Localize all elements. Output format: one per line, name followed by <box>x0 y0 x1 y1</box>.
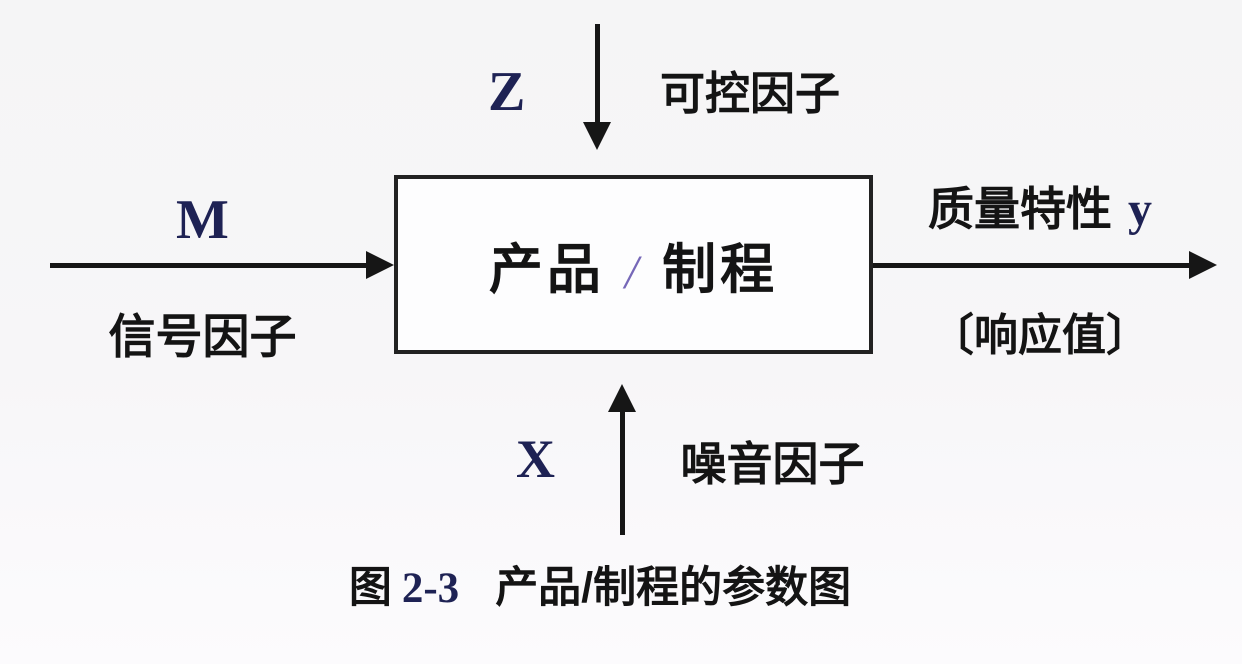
box-label-slash: / <box>624 246 643 299</box>
bottom-variable-label: X <box>516 429 555 489</box>
quality-characteristic-label: 质量特性 y <box>905 183 1175 236</box>
top-arrow-head-icon <box>583 122 611 150</box>
box-label-part1: 产品 <box>488 240 605 300</box>
right-arrow-line <box>873 263 1191 268</box>
response-value-label: 〔响应值〕 <box>930 311 1150 360</box>
caption-fig-title: 产品/制程的参数图 <box>495 564 852 612</box>
quality-characteristic-text: 质量特性 <box>928 183 1112 235</box>
caption-fig-word: 图 <box>348 564 392 612</box>
top-variable-label: Z <box>488 61 526 123</box>
caption-fig-number: 2-3 <box>401 565 460 612</box>
controllable-factor-label: 可控因子 <box>659 68 840 119</box>
product-process-label: 产品 / 制程 <box>489 225 778 304</box>
product-process-box: 产品 / 制程 <box>394 175 873 354</box>
right-arrow-head-icon <box>1189 251 1217 279</box>
right-variable-label: y <box>1128 183 1152 236</box>
bottom-arrow-head-icon <box>608 384 636 412</box>
bottom-arrow-line <box>620 412 625 535</box>
left-arrow-head-icon <box>366 251 394 279</box>
signal-factor-label: 信号因子 <box>108 310 297 363</box>
noise-factor-label: 噪音因子 <box>680 438 865 490</box>
left-arrow-line <box>50 263 368 268</box>
left-variable-label: M <box>176 189 229 251</box>
top-arrow-line <box>595 24 600 124</box>
box-label-part2: 制程 <box>662 240 779 300</box>
